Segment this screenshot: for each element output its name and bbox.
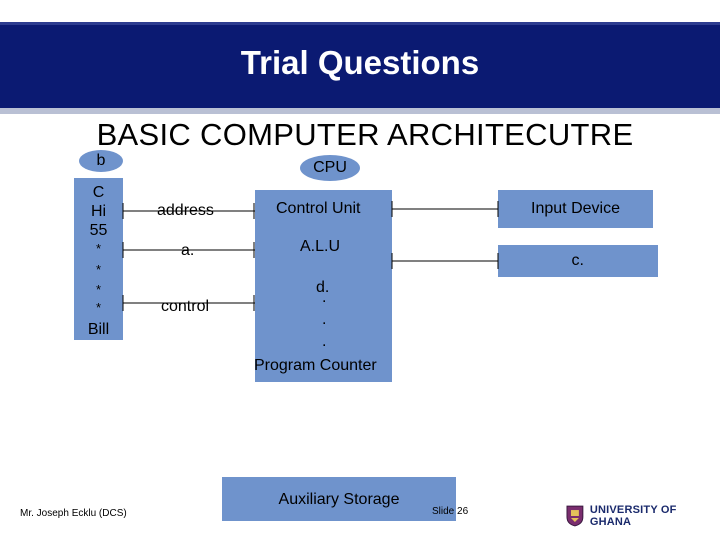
slide-number: Slide 26: [432, 506, 469, 517]
register-label: d.: [316, 279, 330, 296]
memory-cell: C: [92, 184, 105, 201]
footer-author: Mr. Joseph Ecklu (DCS): [20, 508, 127, 519]
logo-text: UNIVERSITY OF GHANA: [589, 504, 677, 528]
control-unit-label: Control Unit: [276, 200, 361, 217]
dot: .: [322, 333, 327, 350]
memory-cell: Hi: [90, 203, 107, 220]
memory-cell: 55: [89, 222, 108, 239]
slide-title: Trial Questions: [240, 44, 480, 81]
memory-cell: *: [95, 300, 102, 315]
memory-cell: *: [95, 282, 102, 297]
alu-label: A.L.U: [300, 238, 341, 255]
auxiliary-storage-box: Auxiliary Storage: [222, 477, 456, 521]
dot: .: [322, 289, 327, 306]
output-device-box: c.: [498, 245, 658, 277]
memory-cell: *: [95, 241, 102, 256]
title-banner: [0, 22, 720, 114]
cpu-box: [255, 190, 392, 382]
crest-icon: [566, 505, 584, 527]
input-device-box: Input Device: [498, 190, 653, 228]
slide-subtitle: BASIC COMPUTER ARCHITECUTRE: [96, 117, 634, 152]
control-bus-label: control: [161, 298, 210, 315]
memory-cell: Bill: [87, 321, 110, 338]
university-logo: UNIVERSITY OF GHANA: [566, 503, 720, 529]
cpu-oval: CPU: [300, 155, 360, 181]
memory-column-box: [74, 178, 123, 340]
dot: .: [322, 311, 327, 328]
program-counter-label: Program Counter: [254, 357, 377, 374]
memory-oval: b: [79, 150, 123, 172]
memory-cell: *: [95, 262, 102, 277]
